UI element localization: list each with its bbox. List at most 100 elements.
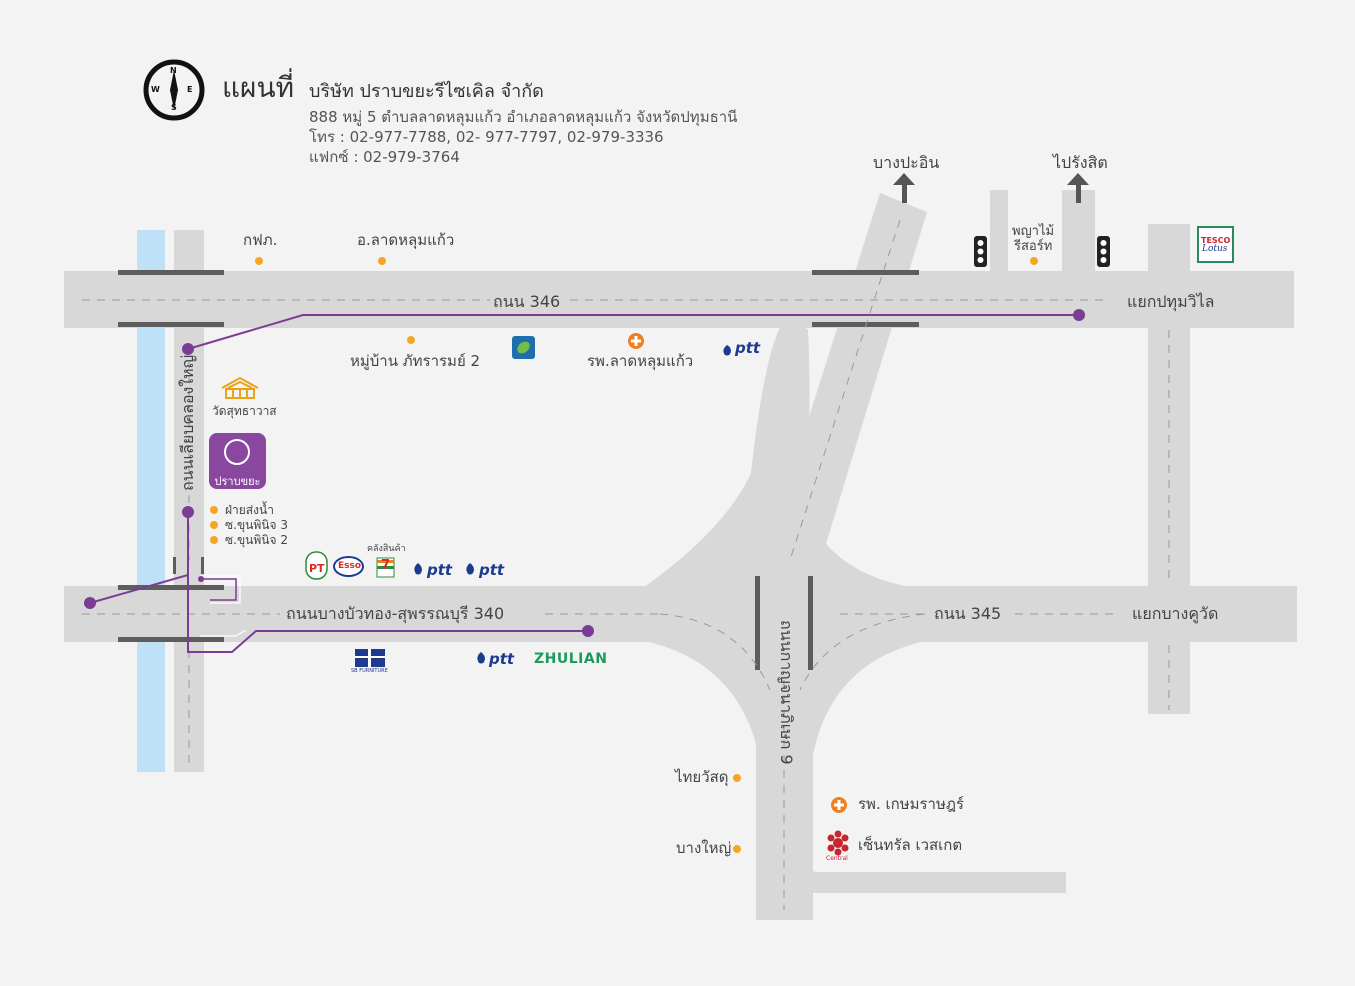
place-hospital-lat-lum-kaeo: รพ.ลาดหลุมแก้ว	[587, 352, 694, 370]
hospital-icon	[628, 333, 644, 349]
poi-dot	[1030, 257, 1038, 265]
traffic-light-icon	[974, 236, 987, 267]
temple-icon	[221, 376, 259, 399]
central-logo-icon	[827, 830, 849, 856]
bangchak-logo-icon	[512, 336, 535, 359]
route-outline	[200, 629, 247, 637]
poi-dot	[733, 774, 741, 782]
compass-letter-e: E	[187, 85, 193, 94]
traffic-light-icon	[1097, 236, 1110, 267]
bridge	[118, 637, 224, 642]
route-point	[182, 343, 194, 355]
bridge	[201, 557, 204, 574]
place-warehouse: คลังสินค้า	[367, 544, 406, 554]
arrow-up-icon	[1067, 173, 1089, 203]
route-outline	[200, 575, 241, 604]
compass-letter-s: S	[171, 103, 177, 112]
bridge	[812, 270, 919, 275]
seven-eleven-number: 7	[381, 558, 391, 573]
direction-rangsit: ไปรังสิต	[1053, 153, 1108, 172]
place-phraya-mai-resort-1: พญาไม้	[1012, 224, 1055, 239]
bridge	[755, 576, 760, 670]
pt-logo-icon: PT	[305, 551, 328, 580]
esso-logo-text: Esso	[338, 561, 362, 571]
central-logo-caption: Central	[826, 855, 848, 862]
svg-text:PT: PT	[309, 562, 325, 575]
poi-dot	[733, 845, 741, 853]
place-central-westgate: เซ็นทรัล เวสเกต	[858, 836, 963, 854]
seven-eleven-logo-icon	[376, 557, 395, 578]
page-title: แผนที่	[222, 71, 295, 104]
place-bang-yai: บางใหญ่	[676, 839, 732, 857]
route-line	[187, 314, 1079, 350]
route-line	[187, 575, 588, 653]
route-point	[198, 576, 204, 582]
place-soi-2: ซ.ขุนพินิจ 2	[225, 533, 288, 547]
interchange-curve-lower-right	[785, 640, 930, 760]
bridge	[118, 322, 224, 327]
place-kasemrad-hospital: รพ. เกษมราษฎร์	[858, 795, 964, 813]
route-point	[84, 597, 96, 609]
compass-letter-n: N	[170, 66, 177, 75]
poi-dot	[210, 536, 218, 544]
place-water-dept: ฝ่ายส่งน้ำ	[225, 503, 274, 517]
direction-bang-pa-in: บางปะอิน	[873, 153, 940, 172]
prabkaya-label: ปราบขยะ	[214, 475, 261, 488]
tesco-logo-text: TESCO	[1201, 236, 1231, 245]
place-phraya-mai-resort-2: รีสอร์ท	[1014, 239, 1053, 254]
zhulian-logo: ZHULIAN	[534, 651, 608, 667]
junction-bang-khu-wat: แยกบางคูวัด	[1132, 604, 1219, 623]
ptt-logo: ptt	[489, 650, 515, 668]
hospital-icon	[831, 797, 847, 813]
road-346-label: ถนน 346	[493, 292, 561, 311]
route-point	[182, 506, 194, 518]
esso-logo: Esso	[333, 556, 364, 577]
prabkaya-logo-icon	[224, 439, 250, 465]
bridge	[118, 585, 224, 590]
poi-dot	[407, 336, 415, 344]
poi-dot	[210, 506, 218, 514]
road-westgate	[756, 810, 1066, 893]
place-soi-3: ซ.ขุนพินิจ 3	[225, 518, 288, 532]
junction-pathum-wilai: แยกปทุมวิไล	[1127, 292, 1215, 311]
poi-dot	[378, 257, 386, 265]
route-point	[582, 625, 594, 637]
compass-icon	[143, 59, 205, 121]
ptt-logo: ptt	[479, 561, 505, 579]
ptt-logo: ptt	[427, 561, 453, 579]
place-thai-watsadu: ไทยวัสดุ	[675, 768, 729, 786]
place-lat-lum-kaeo-district: อ.ลาดหลุมแก้ว	[357, 231, 455, 249]
lotus-logo-text: Lotus	[1202, 244, 1228, 254]
sb-furniture-logo-icon	[355, 649, 385, 667]
arrow-up-icon	[893, 173, 915, 203]
poi-dot	[255, 257, 263, 265]
center-line	[659, 613, 771, 691]
road-khlong-yai-label: ถนนเลียบคลองใหญ่	[178, 354, 197, 491]
place-wat: วัดสุทธาวาส	[212, 404, 277, 418]
company-fax: แฟกซ์ : 02-979-3764	[309, 148, 460, 166]
road-kanchanaphisek-label: ถนนกาญจนาภิเษก 9	[777, 620, 796, 765]
road-345-label: ถนน 345	[934, 604, 1002, 623]
ptt-flame-icon	[414, 345, 731, 664]
bridge	[812, 322, 919, 327]
bridge	[808, 576, 813, 670]
bridge	[118, 270, 224, 275]
place-egat: กฟภ.	[243, 231, 278, 249]
prabkaya-location-card[interactable]: ปราบขยะ	[209, 433, 266, 489]
company-name: บริษัท ปราบขยะรีไซเคิล จำกัด	[309, 81, 544, 102]
tesco-lotus-logo: TESCO Lotus	[1197, 226, 1234, 263]
route-line	[200, 578, 237, 601]
road-stub-1	[990, 190, 1008, 280]
company-address: 888 หมู่ 5 ตำบลลาดหลุมแก้ว อำเภอลาดหลุมแ…	[309, 108, 738, 126]
road-stub-2	[1062, 190, 1095, 280]
center-line	[799, 613, 926, 691]
poi-dot	[210, 521, 218, 529]
road-340-label: ถนนบางบัวทอง-สุพรรณบุรี 340	[286, 604, 505, 623]
sb-furniture-caption: SB FURNITURE	[351, 668, 388, 674]
bridge	[173, 557, 176, 574]
ptt-logo: ptt	[735, 339, 761, 357]
place-village: หมู่บ้าน ภัทรารมย์ 2	[350, 352, 481, 370]
company-phone: โทร : 02-977-7788, 02- 977-7797, 02-979-…	[309, 128, 664, 146]
compass-letter-w: W	[151, 85, 160, 94]
